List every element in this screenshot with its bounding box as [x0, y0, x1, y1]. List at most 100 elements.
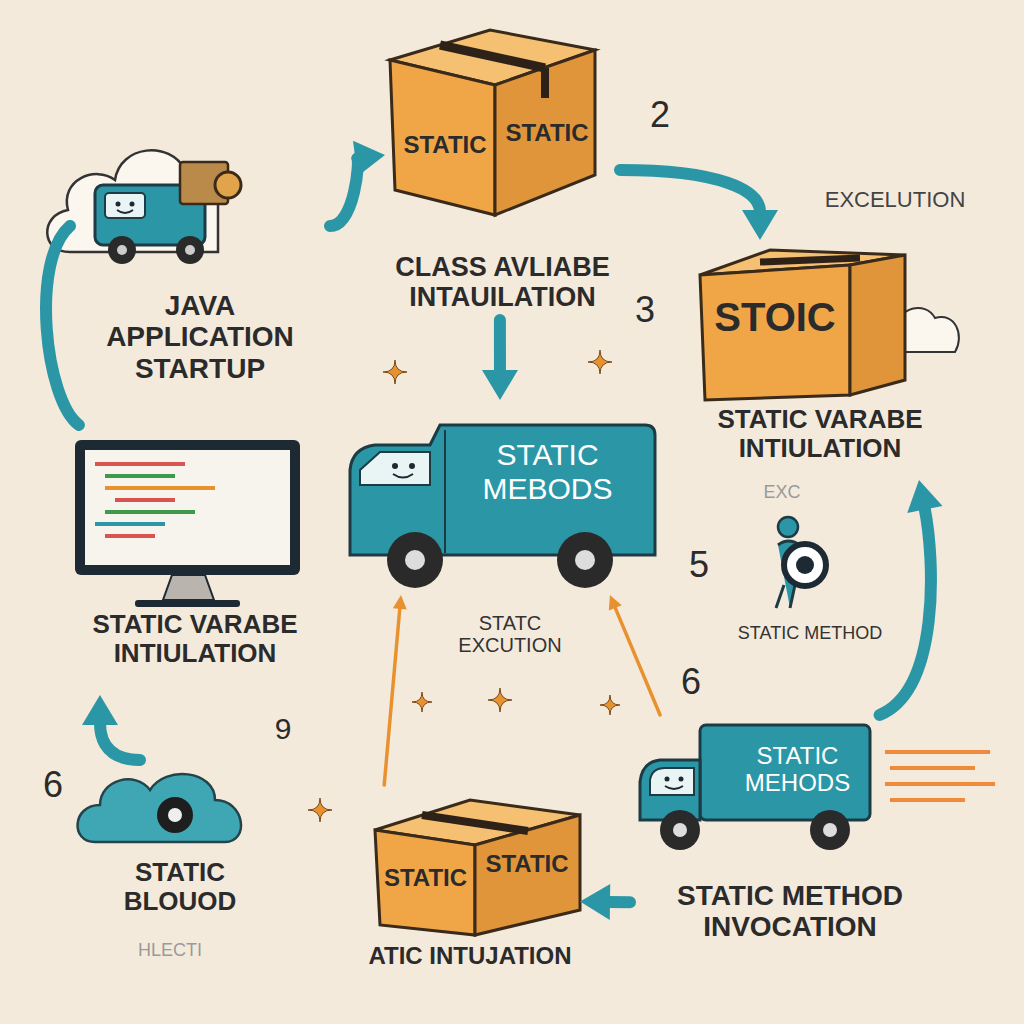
sparkle	[308, 798, 332, 822]
flow-arrow	[482, 320, 518, 400]
van-body	[350, 425, 655, 555]
van-text-slot: STATIC MEBODS	[455, 438, 640, 505]
flow-arrow	[620, 170, 778, 240]
static-box: STATICSTATIC CLASS AVLIABE INTAUILATION	[385, 20, 620, 320]
wheel	[176, 236, 204, 264]
code-line	[105, 534, 155, 538]
eye	[392, 463, 398, 469]
connector-line	[880, 507, 931, 715]
callout-number: 2	[645, 95, 675, 135]
node-heading: ATIC INTUJATION	[360, 943, 580, 970]
monitor-stand	[163, 575, 214, 600]
van-text: STATIC MEHODS	[730, 743, 865, 797]
node-heading: STATIC VARABE INTIULATION	[670, 405, 970, 463]
tape	[422, 815, 528, 831]
flow-arrow	[580, 884, 630, 920]
monitor-base	[135, 600, 240, 607]
node-heading: STATIC METHOD	[725, 623, 895, 643]
sparkle	[488, 688, 512, 712]
callout-number: 6	[676, 662, 706, 702]
invocation-van: STATIC MEHODS STATIC METHOD INVOCATION	[630, 715, 950, 975]
node-heading-slot: STATIC METHOD	[725, 623, 895, 643]
arrow-head	[82, 695, 118, 725]
box-face-text-slot: STOIC	[700, 295, 850, 340]
van-window	[650, 768, 694, 795]
speed-line	[890, 766, 975, 770]
node-heading: STATIC BLOUOD	[80, 858, 280, 916]
static-methods-van: STATIC MEBODS	[335, 400, 665, 595]
speed-line	[890, 798, 965, 802]
flow-arrow	[82, 695, 140, 760]
faded-label: HLECTI	[100, 940, 240, 960]
wheel	[660, 810, 700, 850]
hub	[673, 823, 687, 837]
wheel	[108, 236, 136, 264]
code-line	[105, 486, 215, 490]
sparkle	[588, 350, 612, 374]
node-heading: CLASS AVLIABE INTAUILATION	[385, 252, 620, 312]
static-cloud: STATIC BLOUOD	[80, 760, 280, 935]
eye	[665, 777, 670, 782]
arrow-head	[580, 884, 610, 920]
stoic-box: STOIC STATIC VARABE INTIULATION	[670, 240, 970, 480]
box-side	[850, 255, 905, 395]
figure-head	[778, 517, 798, 537]
box-front	[390, 60, 495, 215]
arrow-head	[353, 141, 385, 177]
node-heading-slot: CLASS AVLIABE INTAUILATION	[385, 252, 620, 312]
faded-label: EXC	[752, 482, 812, 502]
monitor-screen	[85, 450, 290, 565]
smile	[665, 786, 683, 789]
connector-line	[620, 170, 760, 212]
callout-number: 9	[268, 712, 298, 746]
box-face-text: STATIC	[378, 865, 473, 892]
eye	[679, 777, 684, 782]
sparkle	[412, 692, 432, 712]
connector-line	[608, 896, 630, 908]
connector-line	[100, 723, 140, 760]
node-heading-slot: STATIC METHOD INVOCATION	[630, 880, 950, 943]
step-label: EXCELUTION	[815, 188, 975, 213]
node-heading: JAVA APPLICATION STARTUP	[70, 290, 330, 384]
callout-number-slot: 5	[684, 545, 714, 585]
arrow-head	[907, 480, 942, 513]
node-heading-slot: STATIC BLOUOD	[80, 858, 280, 916]
box-face-text-slot: STATIC	[477, 851, 577, 878]
box-face-text: STOIC	[700, 295, 850, 340]
flow-arrow	[330, 141, 385, 226]
step-label-slot: STATC EXCUTION	[450, 612, 570, 657]
faded-label-slot: EXC	[752, 482, 812, 502]
smile	[393, 474, 413, 478]
hub	[823, 823, 837, 837]
connector-line	[384, 607, 400, 785]
cloud	[78, 774, 241, 842]
callout-number-slot: 6	[38, 765, 68, 805]
speed-line	[885, 750, 990, 754]
sparkle	[600, 695, 620, 715]
step-label: STATC EXCUTION	[450, 612, 570, 657]
hub	[405, 550, 425, 570]
callout-number: 5	[684, 545, 714, 585]
arrow-head	[609, 595, 622, 611]
box-front	[375, 830, 475, 935]
monitor: STATIC VARABE INTIULATION	[60, 425, 330, 695]
speed-line	[885, 782, 995, 786]
van-cargo	[700, 725, 870, 820]
connector-line	[494, 320, 506, 372]
callout-number-slot: 3	[630, 290, 660, 330]
tape	[541, 68, 549, 98]
box-face-text: STATIC	[395, 132, 495, 159]
box-face-text-slot: STATIC	[395, 132, 495, 159]
box-face-text: STATIC	[497, 120, 597, 147]
eye	[130, 202, 135, 207]
van-text: STATIC MEBODS	[455, 438, 640, 505]
faded-label-slot: HLECTI	[100, 940, 240, 960]
arrow-head	[742, 210, 778, 240]
connector-line	[615, 606, 661, 715]
lens-center	[796, 556, 814, 574]
hub	[117, 245, 127, 255]
code-line	[115, 498, 175, 502]
flow-arrow	[46, 226, 79, 425]
node-heading: STATIC VARABE INTIULATION	[60, 610, 330, 668]
wheel	[557, 532, 613, 588]
